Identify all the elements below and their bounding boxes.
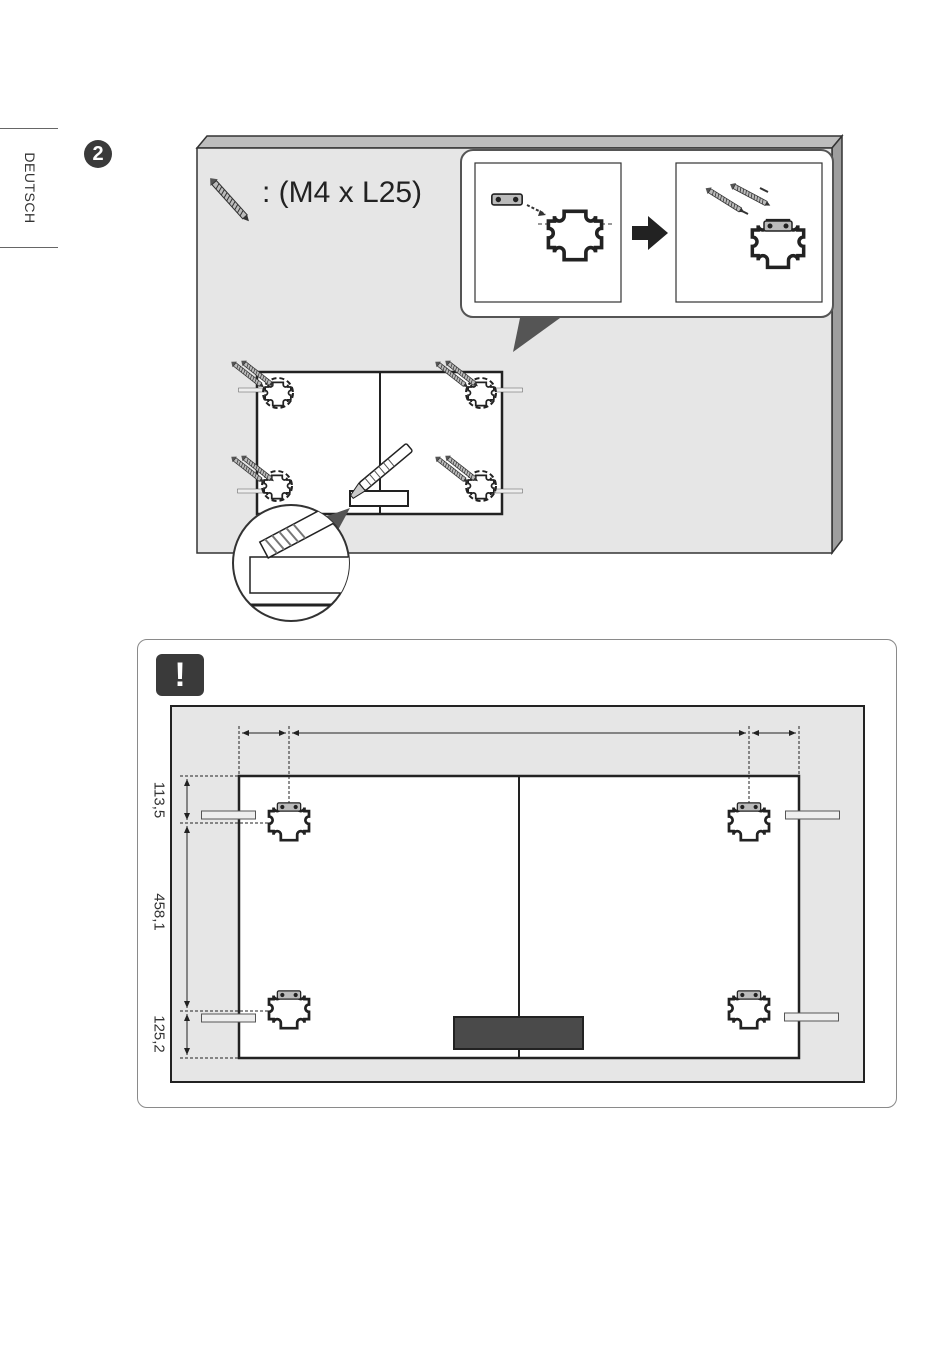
- zoom-detail-circle: [230, 504, 360, 621]
- warning-icon: !: [156, 654, 204, 696]
- dimension-top-label: 113,5: [151, 782, 168, 818]
- dimension-bottom-label: 125,2: [151, 1015, 168, 1053]
- note-box: [137, 639, 897, 1108]
- dimension-middle-label: 458,1: [151, 893, 168, 931]
- display-back-upper: [229, 358, 522, 514]
- screw-spec-label: : (M4 x L25): [262, 176, 422, 210]
